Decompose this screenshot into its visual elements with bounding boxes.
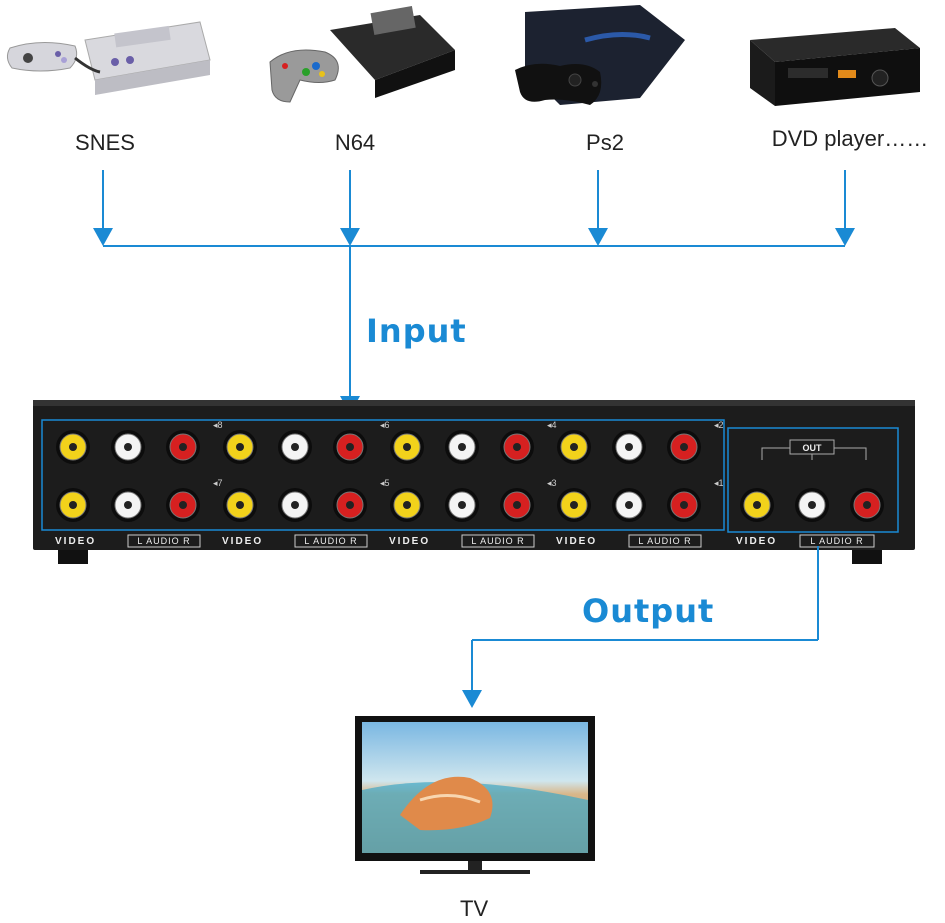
audio-group-label: L AUDIO R (137, 536, 190, 546)
audio-label-box (294, 534, 368, 548)
output-video-label: VIDEO (736, 536, 777, 547)
rca-jack-in-4-1-3-pin (680, 443, 688, 451)
video-group-label: VIDEO (389, 536, 430, 547)
tv-label: TV (460, 896, 489, 921)
audio-group-label: L AUDIO R (304, 536, 357, 546)
rca-jack-in-3-1-1-pin (403, 443, 411, 451)
rca-jack-in-2-1-1-pin (236, 443, 244, 451)
rca-jack-in-3-1-3-pin (513, 443, 521, 451)
source-label-n64: N64 (334, 130, 376, 155)
output-audio-label: L AUDIO R (810, 536, 863, 546)
rca-jack-in-2-2-3-pin (346, 501, 354, 509)
audio-label-box (628, 534, 702, 548)
rca-jack-in-3-2-2-pin (458, 501, 466, 509)
video-group-label: VIDEO (55, 536, 96, 547)
port-number-bottom: ◂5 (380, 478, 390, 488)
rca-jack-out-2-pin (808, 501, 816, 509)
video-group-label: VIDEO (556, 536, 597, 547)
port-number-bottom: ◂7 (213, 478, 223, 488)
source-label-dvd: DVD player…… (771, 126, 929, 151)
rca-jack-in-4-2-1-pin (570, 501, 578, 509)
output-audio-label-box (799, 534, 875, 548)
audio-label-box (461, 534, 535, 548)
rca-jack-in-1-2-2-pin (124, 501, 132, 509)
rca-jack-in-2-1-3-pin (346, 443, 354, 451)
rca-jack-in-4-1-2-pin (625, 443, 633, 451)
rca-jack-in-4-1-1-pin (570, 443, 578, 451)
rca-jack-in-4-2-2-pin (625, 501, 633, 509)
video-group-label: VIDEO (222, 536, 263, 547)
audio-group-label: L AUDIO R (471, 536, 524, 546)
port-number-top: ◂8 (213, 420, 223, 430)
rca-jack-in-3-2-3-pin (513, 501, 521, 509)
input-label: Input (366, 312, 467, 350)
rca-jack-in-1-2-1-pin (69, 501, 77, 509)
output-connector-line (462, 546, 819, 708)
audio-label-box (127, 534, 201, 548)
port-number-top: ◂4 (547, 420, 557, 430)
rca-jack-in-1-1-3-pin (179, 443, 187, 451)
source-connector-lines (93, 170, 855, 414)
rca-jack-in-4-2-3-pin (680, 501, 688, 509)
rca-jack-out-3-pin (863, 501, 871, 509)
port-number-top: ◂6 (380, 420, 390, 430)
port-number-top: ◂2 (714, 420, 724, 430)
source-label-snes: SNES (75, 130, 135, 155)
audio-group-label: L AUDIO R (638, 536, 691, 546)
snes-console-icon (6, 21, 211, 95)
out-label: OUT (803, 443, 823, 453)
rca-jack-in-1-1-2-pin (124, 443, 132, 451)
source-label-ps2: Ps2 (586, 130, 624, 155)
rca-jack-out-1-pin (753, 501, 761, 509)
dvd-player-icon (750, 28, 920, 106)
tv-icon (355, 716, 595, 874)
ps2-console-icon (515, 5, 685, 105)
rca-jack-in-1-2-3-pin (179, 501, 187, 509)
rca-jack-in-3-1-2-pin (458, 443, 466, 451)
output-label: Output (582, 592, 715, 630)
rca-jack-in-2-2-1-pin (236, 501, 244, 509)
rca-jack-in-2-2-2-pin (291, 501, 299, 509)
port-number-bottom: ◂1 (714, 478, 724, 488)
n64-console-icon (269, 5, 455, 103)
port-number-bottom: ◂3 (547, 478, 557, 488)
rca-jack-in-3-2-1-pin (403, 501, 411, 509)
rca-jack-in-2-1-2-pin (291, 443, 299, 451)
rca-jack-in-1-1-1-pin (69, 443, 77, 451)
